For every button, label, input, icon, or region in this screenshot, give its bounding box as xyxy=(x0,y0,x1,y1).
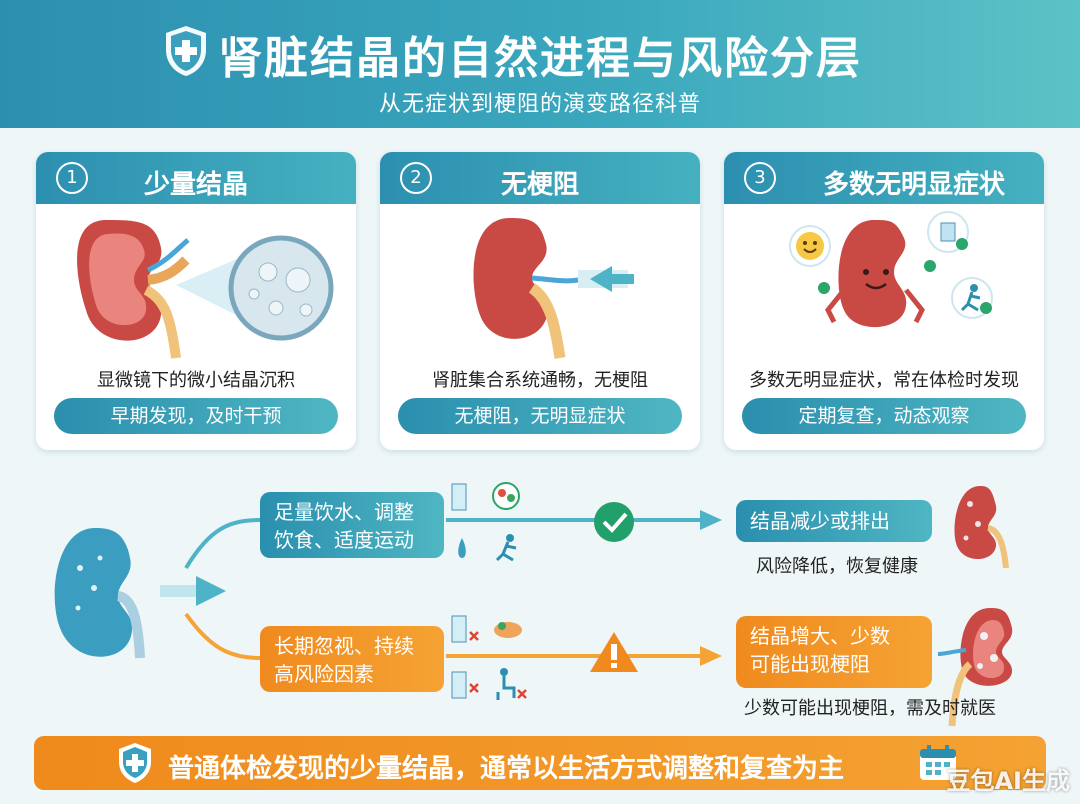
summary-banner: 普通体检发现的少量结晶，通常以生活方式调整和复查为主 xyxy=(34,736,1046,790)
negative-outcome-box: 结晶增大、少数 可能出现梗阻 xyxy=(736,616,932,688)
risk-action-line1: 长期忽视、持续 xyxy=(274,634,414,658)
card-description: 显微镜下的微小结晶沉积 xyxy=(97,370,295,391)
card-description: 肾脏集合系统通畅，无梗阻 xyxy=(432,370,648,391)
card-header: 1 少量结晶 xyxy=(36,152,356,204)
page-subtitle: 从无症状到梗阻的演变路径科普 xyxy=(378,92,701,117)
step-number: 1 xyxy=(56,162,88,194)
card-header: 3 多数无明显症状 xyxy=(724,152,1044,204)
kidney-illustration xyxy=(473,218,634,359)
happy-kidney-illustration xyxy=(789,211,993,328)
healthy-action-box: 足量饮水、调整 饮食、适度运动 xyxy=(260,492,444,558)
healthy-action-line2: 饮食、适度运动 xyxy=(274,528,414,552)
card-description: 多数无明显症状，常在体检时发现 xyxy=(749,370,1019,391)
step-number: 3 xyxy=(744,162,776,194)
step-number: 2 xyxy=(400,162,432,194)
card-tip-pill: 无梗阻，无明显症状 xyxy=(398,398,682,434)
flow-connectors xyxy=(54,482,1013,727)
card-mostly-asymptomatic: 3 多数无明显症状 多数无明显症状，常在体检时发现 定期复查，动态观察 xyxy=(724,152,1044,450)
positive-outcome-note: 风险降低，恢复健康 xyxy=(756,556,918,577)
card-small-crystals: 1 少量结晶 显微镜下的微小结晶沉积 早期发现，及时干预 xyxy=(36,152,356,450)
summary-text: 普通体检发现的少量结晶，通常以生活方式调整和复查为主 xyxy=(168,754,845,784)
card-tip-pill: 定期复查，动态观察 xyxy=(742,398,1026,434)
kidney-microscope-illustration xyxy=(77,220,334,359)
shield-icon xyxy=(119,743,151,783)
watermark: 豆包AI生成 xyxy=(946,767,1070,795)
calendar-icon xyxy=(920,745,956,780)
page-title: 肾脏结晶的自然进程与风险分层 xyxy=(218,33,862,84)
risk-flow: 足量饮水、调整 饮食、适度运动 结晶减少或排出 风险降低，恢复健康 长期忽视、持… xyxy=(0,468,1080,730)
risk-action-line2: 高风险因素 xyxy=(274,662,374,686)
card-header: 2 无梗阻 xyxy=(380,152,700,204)
healthy-action-line1: 足量饮水、调整 xyxy=(274,500,414,524)
card-tip-pill: 早期发现，及时干预 xyxy=(54,398,338,434)
risk-action-box: 长期忽视、持续 高风险因素 xyxy=(260,626,444,692)
negative-outcome-line2: 可能出现梗阻 xyxy=(750,652,870,676)
card-no-obstruction: 2 无梗阻 肾脏集合系统通畅，无梗阻 无梗阻，无明显症状 xyxy=(380,152,700,450)
positive-outcome-box: 结晶减少或排出 xyxy=(736,500,932,542)
card-title: 多数无明显症状 xyxy=(822,170,1005,200)
card-title: 无梗阻 xyxy=(500,170,579,200)
negative-outcome-line1: 结晶增大、少数 xyxy=(750,624,890,648)
negative-outcome-note: 少数可能出现梗阻，需及时就医 xyxy=(744,698,996,719)
shield-icon xyxy=(166,26,206,76)
card-title: 少量结晶 xyxy=(143,170,248,200)
header: 肾脏结晶的自然进程与风险分层 从无症状到梗阻的演变路径科普 xyxy=(0,0,1080,128)
